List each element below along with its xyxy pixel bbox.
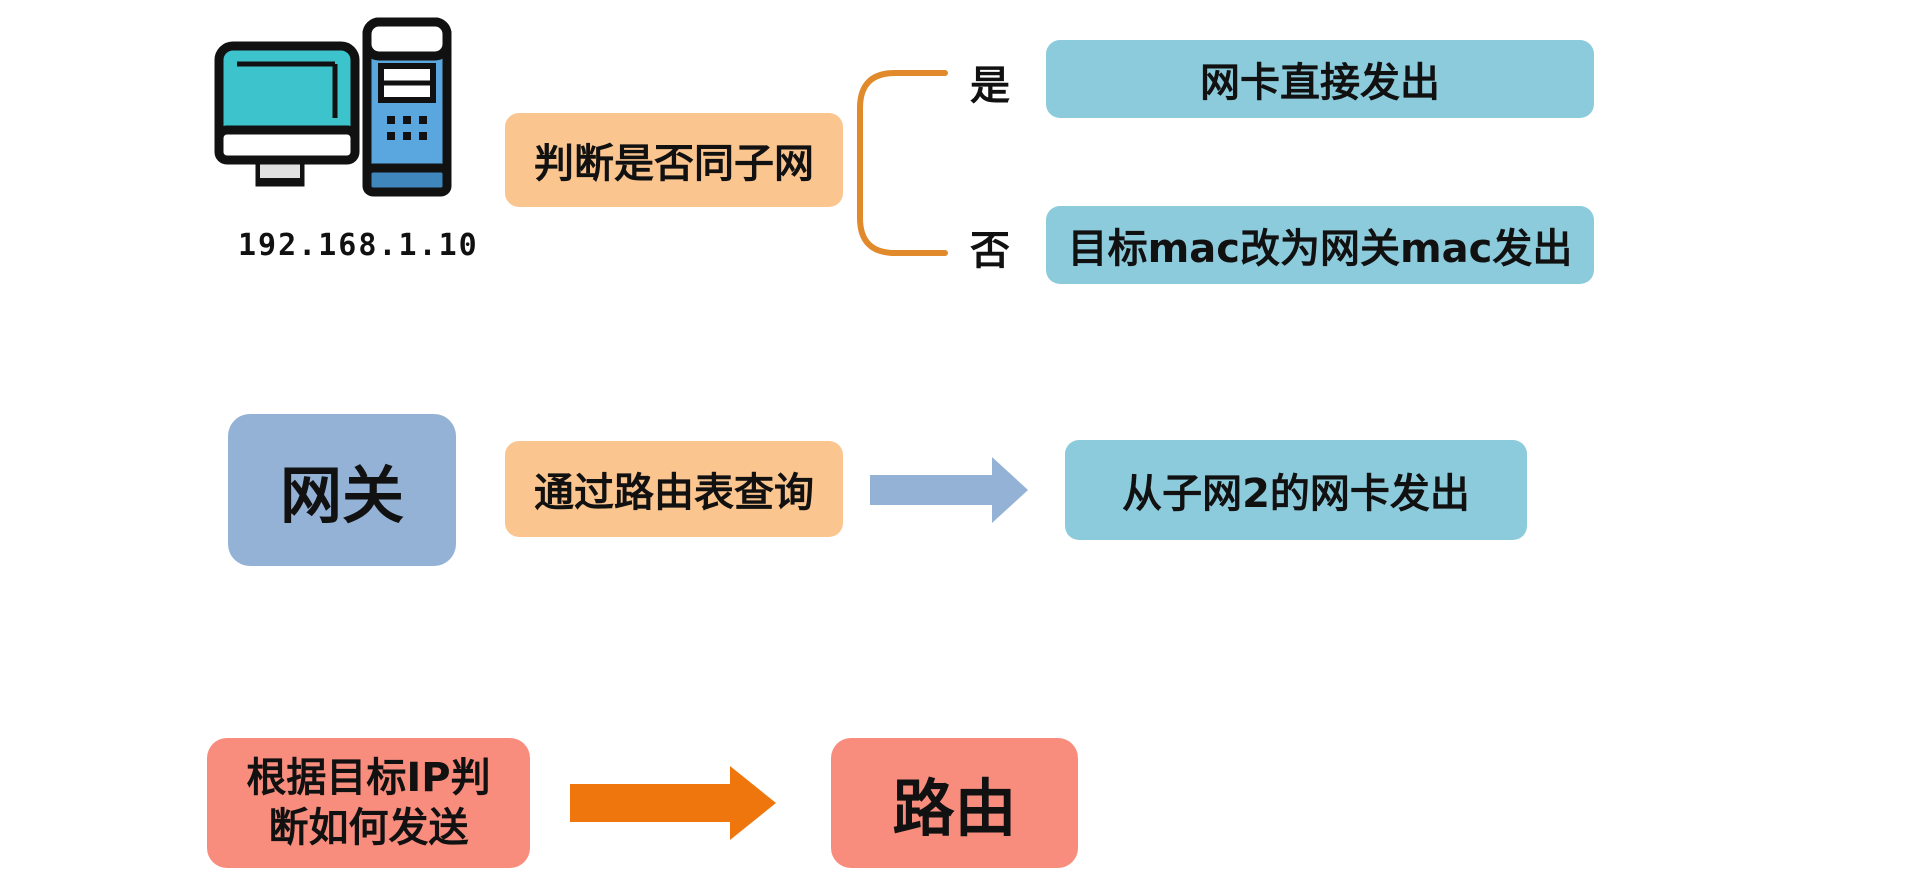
decision-bracket — [857, 70, 948, 256]
routing-arrow — [570, 766, 776, 840]
no-label: 否 — [970, 228, 1010, 274]
routing-rule-box: 根据目标IP判 断如何发送 — [207, 738, 530, 868]
routing-node: 路由 — [831, 738, 1078, 868]
routing-rule-line1: 根据目标IP判 — [246, 755, 491, 801]
yes-result-box: 网卡直接发出 — [1046, 40, 1594, 118]
host-ip-label: 192.168.1.10 — [238, 228, 479, 263]
subnet2-nic-result-box: 从子网2的网卡发出 — [1065, 440, 1527, 540]
gateway-arrow — [870, 457, 1028, 523]
gateway-node: 网关 — [228, 414, 456, 566]
computer-icon — [214, 17, 452, 197]
routing-rule-line2: 断如何发送 — [268, 805, 469, 851]
same-subnet-decision-box: 判断是否同子网 — [505, 113, 843, 207]
routing-table-lookup-box: 通过路由表查询 — [505, 441, 843, 537]
no-result-box: 目标mac改为网关mac发出 — [1046, 206, 1594, 284]
yes-label: 是 — [970, 63, 1010, 109]
